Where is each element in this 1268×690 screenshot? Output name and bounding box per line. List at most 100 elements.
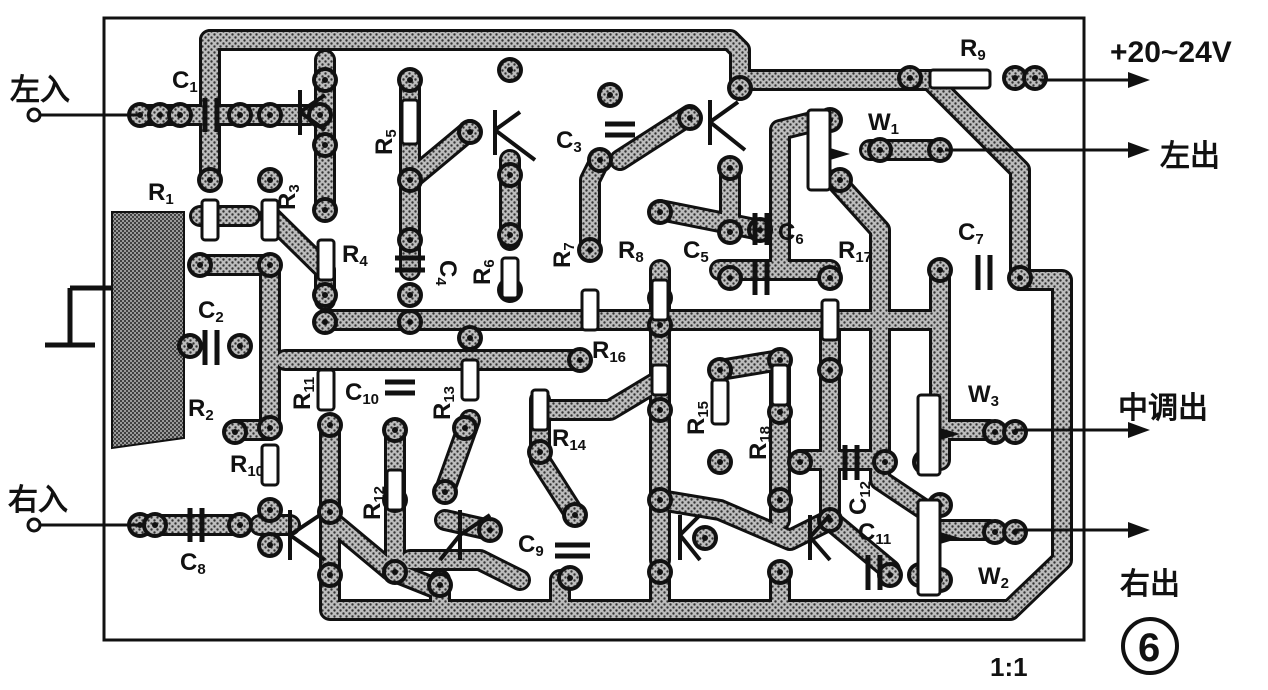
solder-pad-hole	[317, 112, 323, 118]
solder-pad-hole	[727, 165, 733, 171]
solder-pad-hole	[267, 177, 273, 183]
solder-pad-hole	[572, 512, 578, 518]
label-left-out: 左出	[1160, 139, 1220, 174]
solder-pad-hole	[737, 85, 743, 91]
arrow-right-icon	[940, 532, 960, 544]
arrow-right-icon	[1128, 72, 1150, 88]
transistor-symbols	[288, 90, 832, 562]
resistor-body	[580, 288, 600, 332]
solder-pad-hole	[237, 112, 243, 118]
label-R3: R3	[274, 184, 303, 210]
solder-pad-hole	[937, 267, 943, 273]
component-labels: C1 R1 R3 R4 R5 C4 R6 C3 R7 R8 C5 C6 R17 …	[148, 35, 1009, 592]
solder-pad-hole	[877, 147, 883, 153]
solder-pad-hole	[597, 157, 603, 163]
solder-pad-hole	[487, 527, 493, 533]
arrow-right-icon	[830, 148, 850, 160]
solder-pad-hole	[1017, 275, 1023, 281]
solder-pad-hole	[187, 343, 193, 349]
solder-pad-hole	[907, 75, 913, 81]
label-C5: C5	[683, 237, 709, 266]
solder-pad-hole	[197, 262, 203, 268]
label-C12: C12	[845, 481, 874, 515]
solder-pad-hole	[777, 357, 783, 363]
resistor-body	[200, 198, 220, 242]
label-R12: R12	[359, 486, 388, 520]
solder-pad-hole	[657, 569, 663, 575]
solder-pad-hole	[657, 497, 663, 503]
resistor-body	[316, 238, 336, 282]
label-center-out: 中调出	[1118, 391, 1208, 426]
solder-pad-hole	[937, 147, 943, 153]
solder-pad-hole	[727, 229, 733, 235]
resistor-body	[650, 278, 670, 322]
label-R6: R6	[469, 259, 498, 285]
resistor-body	[385, 468, 405, 512]
label-R16: R16	[592, 337, 626, 366]
potentiometer-body	[916, 393, 942, 477]
label-W3: W3	[968, 381, 999, 410]
solder-pad-hole	[392, 569, 398, 575]
label-R11: R11	[289, 377, 318, 410]
solder-pad-hole	[797, 459, 803, 465]
label-R5: R5	[371, 129, 400, 155]
solder-pad-hole	[267, 112, 273, 118]
solder-pad-hole	[992, 529, 998, 535]
resistor-body	[820, 298, 840, 342]
solder-pad-hole	[327, 509, 333, 515]
solder-pad-hole	[687, 115, 693, 121]
solder-pad-hole	[442, 489, 448, 495]
solder-pad-hole	[232, 429, 238, 435]
arrow-right-icon	[1128, 422, 1150, 438]
potentiometer-body	[916, 498, 942, 597]
solder-pad-hole	[407, 292, 413, 298]
solder-pad-hole	[607, 92, 613, 98]
label-R1: R1	[148, 179, 174, 208]
left-input-terminal	[26, 107, 42, 123]
solder-pad-hole	[657, 209, 663, 215]
scale-label: 1:1	[990, 652, 1028, 682]
solder-pad-hole	[777, 409, 783, 415]
solder-pad-hole	[837, 177, 843, 183]
solder-pad-hole	[237, 522, 243, 528]
resistor-body	[650, 363, 670, 397]
solder-pad-hole	[322, 77, 328, 83]
solder-pad-hole	[537, 449, 543, 455]
label-C8: C8	[180, 549, 206, 578]
solder-pad-hole	[702, 535, 708, 541]
label-R13: R13	[429, 386, 458, 420]
solder-pad-hole	[392, 427, 398, 433]
label-W2: W2	[978, 563, 1009, 592]
label-supply-voltage: +20~24V	[1110, 36, 1232, 69]
label-R15: R15	[683, 401, 712, 435]
solder-pad-hole	[267, 262, 273, 268]
solder-pad-hole	[322, 292, 328, 298]
label-R14: R14	[552, 425, 587, 454]
solder-pad-hole	[407, 77, 413, 83]
label-R17: R17	[838, 237, 872, 266]
solder-pad-hole	[467, 129, 473, 135]
label-C10: C10	[345, 379, 379, 408]
capacitor-plates	[187, 98, 993, 590]
solder-pad-hole	[407, 237, 413, 243]
label-R2: R2	[188, 395, 214, 424]
solder-pad-hole	[407, 177, 413, 183]
board-outline	[102, 16, 1086, 642]
resistor-body	[460, 358, 480, 402]
solder-pad-hole	[327, 422, 333, 428]
resistor-body	[500, 256, 520, 300]
ground-plane	[111, 211, 185, 450]
label-C9: C9	[518, 531, 544, 560]
solder-pad-hole	[727, 275, 733, 281]
label-R4: R4	[342, 241, 368, 270]
figure-number-circle	[1121, 617, 1179, 675]
solder-pads	[127, 57, 1048, 598]
label-R9: R9	[960, 35, 986, 64]
solder-pad-hole	[152, 522, 158, 528]
solder-pad-hole	[1012, 75, 1018, 81]
solder-pad-hole	[177, 112, 183, 118]
label-C11: C11	[858, 519, 891, 548]
label-C2: C2	[198, 297, 224, 326]
resistor-body	[530, 388, 550, 432]
